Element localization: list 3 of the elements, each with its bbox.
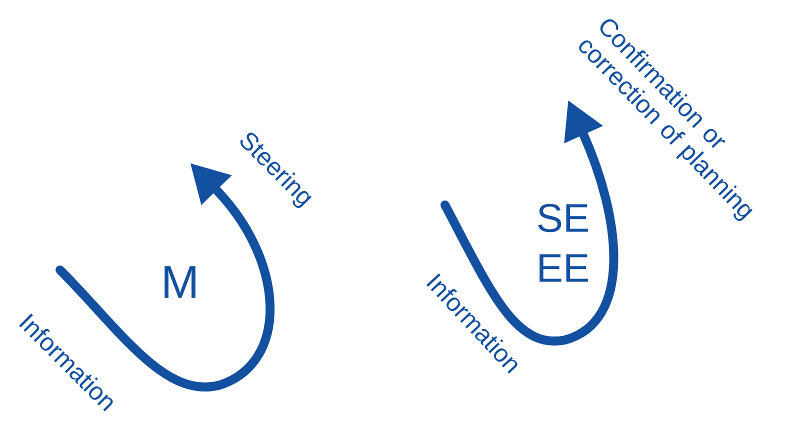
letter-label: SE xyxy=(538,204,588,232)
letter-label: EE xyxy=(540,254,588,282)
letter-label: M xyxy=(164,266,196,298)
